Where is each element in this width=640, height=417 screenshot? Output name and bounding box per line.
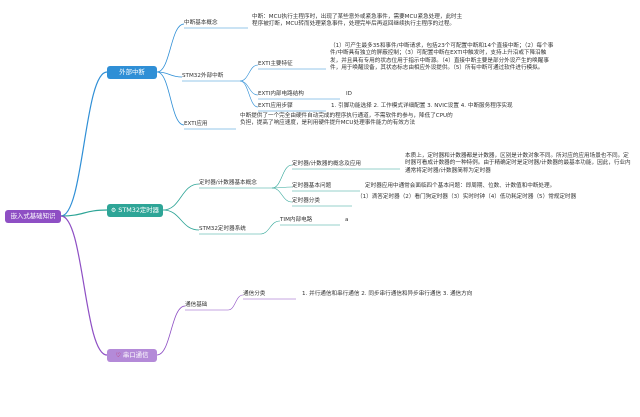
node-timer-basic-issues[interactable]: 定时器基本问题: [292, 183, 332, 189]
note-exti-circuit: ID: [346, 91, 352, 97]
node-stm32-timer-system[interactable]: STM32定时器系统: [199, 226, 246, 232]
topic-node-external-interrupt[interactable]: 外部中断: [107, 66, 157, 79]
node-timer-concept[interactable]: 定时器/计数器基本概念: [199, 180, 257, 186]
node-exti-circuit[interactable]: EXTI内部电路结构: [258, 91, 304, 97]
edge-root-interrupt: [60, 71, 108, 217]
edge-basics-categories: [227, 294, 244, 311]
root-node[interactable]: 嵌入式基础知识: [5, 210, 61, 223]
node-exti-features[interactable]: EXTI主要特征: [258, 61, 293, 67]
note-timer-definition: 本质上，定时器和计数器都是计数器，区别是计数对象不同。所对应的应用场景也不同。定…: [405, 153, 631, 174]
gear-icon: ⚙: [110, 207, 117, 214]
node-comm-categories[interactable]: 通信分类: [243, 291, 266, 297]
edge-root-serial: [60, 215, 108, 356]
edge-concept-definition: [271, 164, 293, 189]
topic-label-serial-comm: 串口通信: [122, 351, 149, 359]
note-tim-circuit: a: [345, 217, 349, 223]
edge-stm32-features: [239, 64, 259, 82]
node-stm32-ext-interrupt[interactable]: STM32外部中断: [182, 73, 224, 79]
node-tim-circuit[interactable]: TIM内部电路: [280, 217, 313, 223]
topic-node-serial-comm[interactable]: ♡串口通信: [107, 349, 157, 362]
edge-stm32-steps: [239, 80, 259, 108]
note-interrupt-concept: 中断：MCU执行主程序时，出现了某些意外或紧急事件，需要MCU紧急处理，此时主程…: [252, 14, 463, 28]
edge-timer-concept: [162, 183, 200, 211]
topic-node-stm32-timer[interactable]: ⚙STM32定时器: [107, 204, 163, 217]
node-timer-types[interactable]: 定时器分类: [292, 198, 320, 204]
node-exti-application[interactable]: EXTI应用: [184, 121, 208, 127]
node-interrupt-concept[interactable]: 中断基本概念: [184, 20, 218, 26]
note-exti-steps: 1. 引脚功能选择 2. 工作模式详细配置 3. NVIC设置 4. 中断服务程…: [331, 103, 513, 109]
root-node-label: 嵌入式基础知识: [10, 212, 56, 220]
edge-timer-system: [162, 209, 200, 231]
edge-concept-types: [271, 187, 293, 203]
edge-interrupt-concept: [156, 23, 185, 73]
heart-icon: ♡: [115, 352, 121, 359]
node-exti-steps[interactable]: EXTI应用步骤: [258, 103, 293, 109]
note-comm-categories: 1. 并行通信和串行通信 2. 同步串行通信和异步串行通信 3. 通信方向: [302, 291, 473, 297]
edge-stm32-circuit: [239, 80, 259, 96]
edge-serial-basics: [156, 305, 186, 356]
mindmap-connectors: [60, 23, 400, 356]
topic-label-stm32-timer: STM32定时器: [118, 206, 160, 214]
note-exti-application: 中断提供了一个完全由硬件自动完成的程序执行通道，不需软件的参与，降低了CPU的负…: [240, 113, 453, 127]
topic-label-external-interrupt: 外部中断: [119, 68, 145, 76]
edge-system-tim: [259, 220, 281, 235]
edge-root-timer: [60, 209, 108, 217]
node-timer-definition[interactable]: 定时器/计数器的概念及应用: [292, 161, 362, 167]
note-timer-types: （1）滴答定时器（2）看门狗定时器（3）实时时钟（4）低功耗定时器（5）常规定时…: [357, 194, 577, 200]
edge-interrupt-stm32: [156, 71, 183, 78]
note-exti-features: （1）可产生最多35和事件/中断请求，包括23个可配置中断和14个直接中断；（2…: [330, 43, 554, 72]
edge-interrupt-exti-app: [156, 71, 185, 126]
node-comm-basics[interactable]: 通信基础: [185, 302, 208, 308]
note-timer-basic-issues: 定时器应用中通常会面临四个基本问题：即周期、位数、计数值和中断处理。: [365, 183, 556, 189]
